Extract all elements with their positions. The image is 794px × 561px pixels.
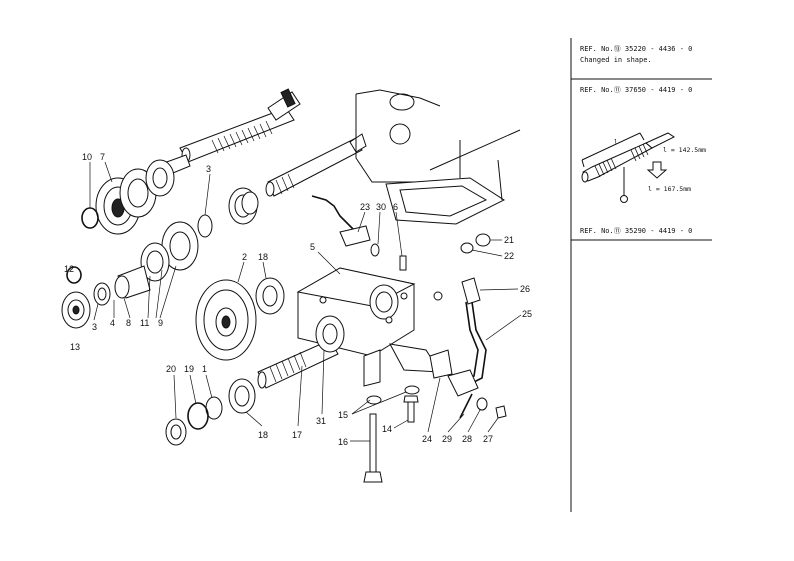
bearing-18-lower <box>228 378 256 414</box>
label-29: 29 <box>442 434 452 444</box>
label-9: 9 <box>158 318 163 328</box>
label-16: 16 <box>338 437 348 447</box>
cover-plate <box>355 89 521 225</box>
label-14: 14 <box>382 424 392 434</box>
label-27: 27 <box>483 434 493 444</box>
notes-panel: REF. No.⑬ 35220 - 4436 - 0 Changed in sh… <box>570 38 712 512</box>
label-24: 24 <box>422 434 432 444</box>
label-20: 20 <box>166 364 176 374</box>
washer-22 <box>460 242 474 254</box>
inset-l1: l = 142.5mm <box>663 146 706 154</box>
nut-21 <box>475 233 491 247</box>
washer-15a <box>366 395 382 405</box>
label-3-upper: 3 <box>206 164 211 174</box>
label-31: 31 <box>316 416 326 426</box>
inset-callout-circle <box>620 195 628 203</box>
shift-lever-25 <box>433 277 487 385</box>
upper-shaft <box>149 88 301 181</box>
label-10: 10 <box>82 152 92 162</box>
label-12: 12 <box>64 264 74 274</box>
output-shaft-17 <box>257 339 339 389</box>
label-22: 22 <box>504 251 514 261</box>
arrow-down-icon <box>646 161 668 179</box>
label-28: 28 <box>462 434 472 444</box>
label-30: 30 <box>376 202 386 212</box>
inset-shaft: l l = 142.5mm l = 167.5mm <box>581 132 706 203</box>
label-26: 26 <box>520 284 530 294</box>
label-18-lower: 18 <box>258 430 268 440</box>
label-13: 13 <box>70 342 80 352</box>
part-labels: 10 7 3 12 3 4 8 11 9 13 2 18 5 23 30 6 2… <box>64 152 532 447</box>
note1-ref: REF. No.⑬ 35220 - 4436 - 0 <box>580 45 692 53</box>
note2-ref: REF. No.⑪ 37650 - 4419 - 0 <box>580 86 692 94</box>
note1-text: Changed in shape. <box>580 56 652 64</box>
label-7: 7 <box>100 152 105 162</box>
label-3-lower: 3 <box>92 322 97 332</box>
label-25: 25 <box>522 309 532 319</box>
gear-7 <box>95 159 175 235</box>
bolt-16 <box>363 413 383 483</box>
label-23: 23 <box>360 202 370 212</box>
label-2: 2 <box>242 252 247 262</box>
label-18-mid: 18 <box>258 252 268 262</box>
bearing-18-mid <box>255 277 285 315</box>
label-21: 21 <box>504 235 514 245</box>
label-6: 6 <box>393 202 398 212</box>
ring-19 <box>187 402 209 430</box>
snap-ring-10 <box>81 207 99 229</box>
countershaft <box>265 133 367 197</box>
label-4: 4 <box>110 318 115 328</box>
washer-15b <box>404 385 420 395</box>
bolt-14 <box>403 395 419 423</box>
label-17: 17 <box>292 430 302 440</box>
linkage <box>429 349 507 419</box>
label-11: 11 <box>140 318 149 328</box>
seal-20 <box>165 418 187 446</box>
label-19: 19 <box>184 364 194 374</box>
label-1: 1 <box>202 364 207 374</box>
leader-lines <box>89 161 522 442</box>
inset-dim-line <box>581 132 641 161</box>
housing-5 <box>296 267 441 387</box>
label-15: 15 <box>338 410 348 420</box>
exploded-view: 10 7 3 12 3 4 8 11 9 13 2 18 5 23 30 6 2… <box>61 88 532 483</box>
bearing-18-upper <box>228 187 259 225</box>
shift-fork-23 <box>311 195 407 271</box>
label-8: 8 <box>126 318 131 328</box>
collar-3a <box>197 214 213 238</box>
gear-13 <box>61 266 91 329</box>
inset-l-label: l <box>614 138 618 146</box>
inset-l2: l = 167.5mm <box>648 185 691 193</box>
note3-ref: REF. No.⑪ 35290 - 4419 - 0 <box>580 227 692 235</box>
gear-11-9-cluster <box>93 221 199 306</box>
label-5: 5 <box>310 242 315 252</box>
gear-2 <box>195 279 257 361</box>
